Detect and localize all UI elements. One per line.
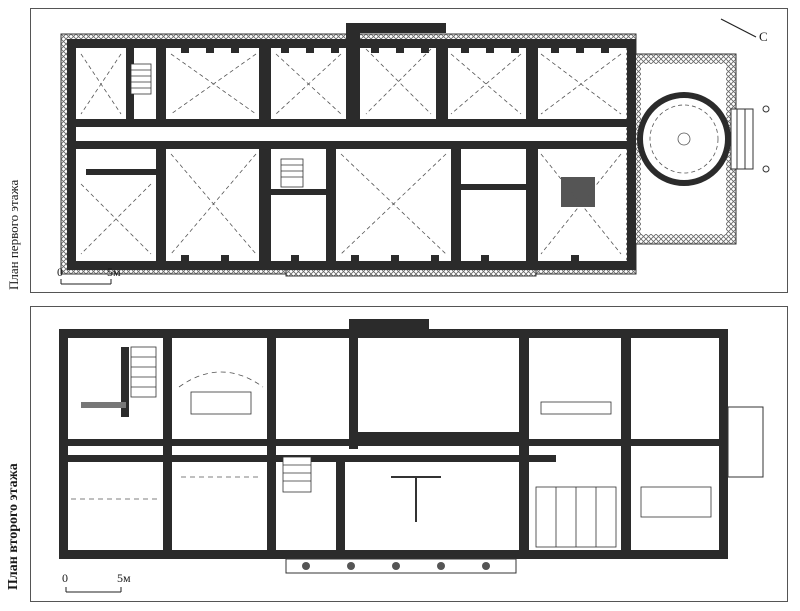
- second-floor-plan-drawing: [59, 319, 764, 593]
- second-floor-dashed-lines: [71, 371, 264, 500]
- first-floor-rotunda: [637, 92, 770, 186]
- second-floor-pilasters: [60, 367, 728, 515]
- north-label: С: [759, 29, 768, 44]
- first-floor-scale-length: 5м: [107, 265, 121, 279]
- first-floor-scale-bar: [60, 279, 112, 285]
- first-floor-pilasters: [181, 47, 609, 261]
- first-floor-staircase: [130, 63, 304, 188]
- second-floor-bottom-band: [285, 558, 517, 574]
- second-floor-fixtures: [130, 346, 712, 548]
- first-floor-scale-zero: 0: [57, 265, 63, 279]
- second-floor-title: План второго этажа: [6, 463, 21, 590]
- second-floor-right-porch: [727, 406, 764, 478]
- first-floor-title: План первого этажа: [6, 179, 21, 290]
- first-floor-plan-drawing: [60, 18, 770, 285]
- second-floor-walls: [59, 319, 728, 559]
- north-arrow-line: [720, 18, 757, 38]
- first-floor-panel: С 0 5м: [30, 8, 788, 293]
- second-floor-scale-bar: [65, 587, 122, 593]
- first-floor-walls: [67, 23, 636, 270]
- second-floor-panel: 0 5м: [30, 306, 788, 602]
- first-floor-vault-lines: [80, 48, 622, 255]
- second-floor-scale-zero: 0: [62, 571, 68, 585]
- second-floor-scale-length: 5м: [117, 571, 131, 585]
